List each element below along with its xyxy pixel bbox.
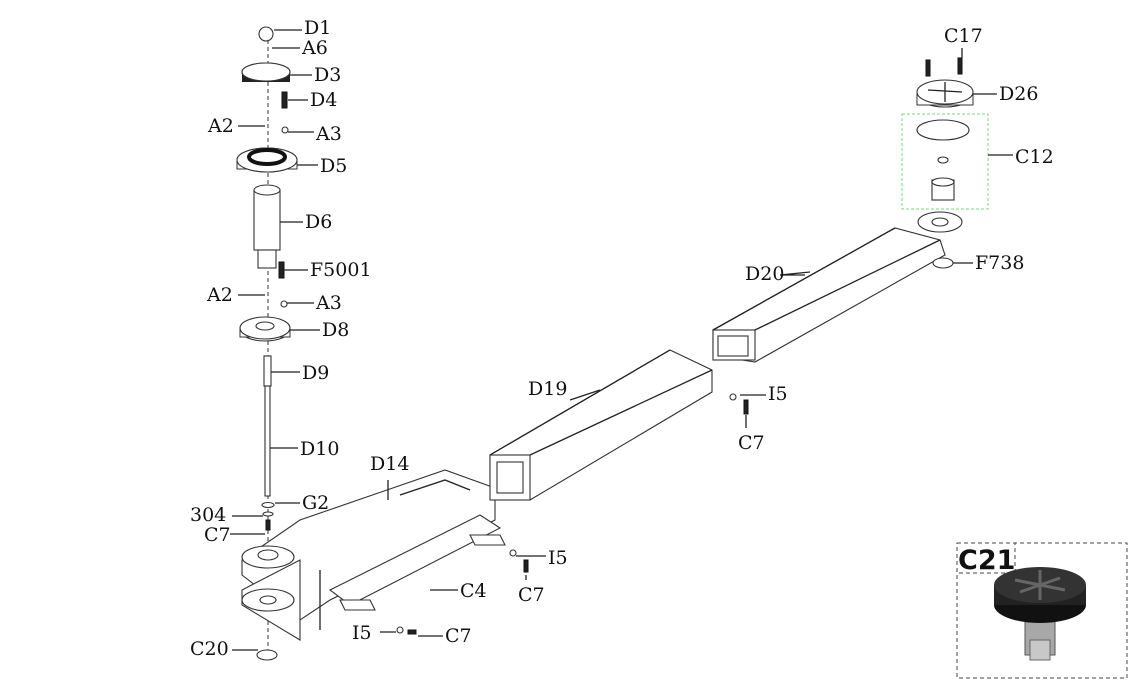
label-a3-mid: A3 [315, 292, 342, 314]
part-d1 [258, 26, 274, 42]
label-d8: D8 [322, 319, 349, 341]
c21-label-box [956, 542, 1016, 574]
part-d10 [264, 385, 271, 497]
part-a3-mid [280, 300, 288, 308]
label-d3: D3 [314, 64, 341, 86]
label-c7-left: C7 [204, 524, 231, 546]
label-f738: F738 [975, 252, 1024, 274]
part-f738 [932, 257, 954, 269]
part-c20 [256, 649, 278, 661]
label-c4: C4 [460, 580, 487, 602]
label-c17: C17 [944, 25, 983, 47]
label-i5-center: I5 [548, 547, 568, 569]
part-c12 [916, 119, 970, 201]
part-d3 [241, 62, 291, 82]
part-g2 [261, 501, 275, 509]
label-d9: D9 [302, 362, 329, 384]
part-f5001 [278, 261, 285, 279]
label-a2-top: A2 [207, 115, 234, 137]
part-i5-c7-bottom [396, 626, 417, 635]
part-d26 [916, 79, 974, 108]
label-304: 304 [190, 504, 226, 526]
label-c20: C20 [190, 638, 229, 660]
label-d19: D19 [528, 378, 567, 400]
part-d5 [236, 147, 298, 173]
label-c7-center: C7 [518, 584, 545, 606]
c12-highlight-box [901, 113, 989, 210]
label-i5-right: I5 [768, 383, 788, 405]
label-a3-top: A3 [315, 123, 342, 145]
label-c21: C21 [958, 545, 1015, 576]
label-d10: D10 [300, 438, 339, 460]
leader-lines [230, 29, 1013, 651]
label-d4: D4 [310, 89, 337, 111]
part-d8 [239, 316, 291, 342]
part-c7-left [265, 519, 271, 531]
part-c4 [328, 514, 506, 611]
label-d1: D1 [304, 17, 331, 39]
part-d9 [263, 355, 272, 387]
label-d14: D14 [370, 453, 409, 475]
label-a2-mid: A2 [206, 284, 233, 306]
part-a3-top [281, 126, 289, 134]
label-g2: G2 [302, 492, 329, 514]
label-c7-right: C7 [738, 432, 765, 454]
part-d6 [253, 184, 281, 269]
label-c7-bottom: C7 [445, 625, 472, 647]
label-a6: A6 [301, 37, 328, 59]
part-i5-c7-right [729, 393, 749, 415]
label-d5: D5 [320, 155, 347, 177]
label-d26: D26 [999, 83, 1038, 105]
label-d6: D6 [305, 211, 332, 233]
label-c12: C12 [1015, 146, 1054, 168]
part-i5-c7-center [509, 549, 529, 573]
label-i5-bottom: I5 [352, 622, 372, 644]
part-d19 [489, 349, 713, 501]
c21-pad-image [994, 567, 1086, 661]
label-d20: D20 [745, 263, 784, 285]
part-c17-a [925, 59, 931, 77]
part-d4 [281, 91, 288, 109]
c21-inset-box [956, 542, 1128, 679]
part-304 [262, 511, 274, 517]
part-d14 [241, 469, 496, 641]
label-f5001: F5001 [310, 259, 372, 281]
part-c17-b [957, 57, 963, 75]
part-d20 [712, 211, 963, 363]
